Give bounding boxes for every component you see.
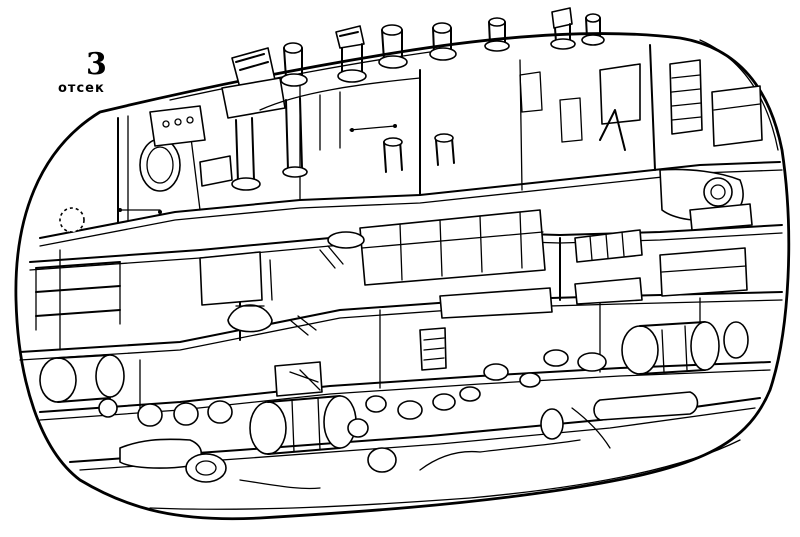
hatch-ring: [327, 231, 365, 249]
control-panel: [149, 105, 206, 147]
tank: [39, 357, 77, 403]
ventilation-pipes: [221, 7, 605, 119]
tank: [249, 401, 287, 455]
vent-pipe: [221, 47, 286, 119]
vent-pipe: [280, 42, 308, 87]
hold-machinery: [98, 386, 699, 490]
ladder: [319, 245, 344, 269]
vent-pipe: [550, 7, 576, 50]
bunk: [659, 247, 748, 297]
pump: [227, 304, 273, 333]
vent-pipe: [484, 17, 510, 52]
console: [359, 209, 546, 286]
vent-pipe: [581, 13, 605, 46]
vent-pipe: [429, 22, 457, 61]
equipment-box: [199, 155, 233, 187]
tank: [621, 325, 659, 375]
compartment-number: 3: [86, 47, 107, 82]
cabinet: [711, 85, 763, 147]
middle-compartment-equipment: [35, 168, 753, 331]
valve: [540, 408, 564, 440]
cabinet: [669, 59, 703, 135]
lower-deck: [19, 291, 783, 361]
pipe-run: [593, 391, 699, 421]
equipment-box: [274, 361, 323, 397]
vent-pipe: [335, 25, 367, 83]
vent-pipe: [378, 24, 408, 69]
upper-compartment-equipment: [117, 59, 763, 214]
cabinet: [599, 63, 641, 125]
lower-compartment-equipment: [39, 277, 749, 403]
compartment-label: отсек: [58, 81, 105, 96]
ladder: [289, 315, 317, 336]
